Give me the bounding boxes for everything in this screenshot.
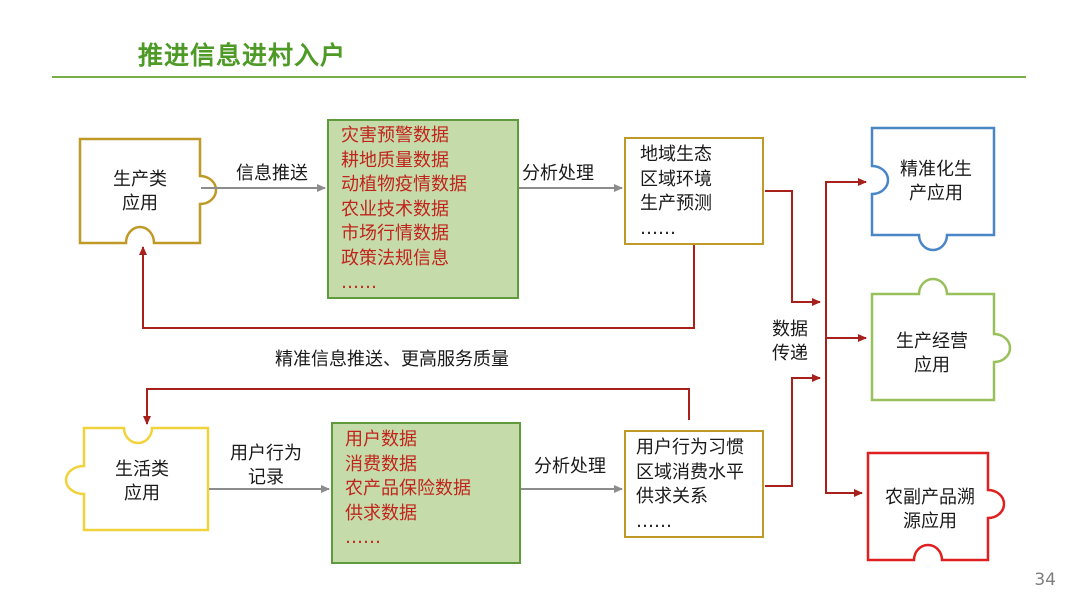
- data-item: 市场行情数据: [341, 223, 449, 244]
- bottom-feedback-arrow: [143, 388, 690, 425]
- to-traceability-app-arrow: [825, 338, 863, 497]
- bottom-analysis-label: 分析处理: [534, 456, 606, 477]
- result-item: 用户行为习惯: [636, 437, 744, 458]
- behavior-record-label: 用户行为记录: [230, 443, 302, 488]
- production-app-puzzle-icon: [78, 137, 218, 245]
- result-item: ……: [636, 510, 672, 532]
- data-transfer-label: 数据传递: [772, 319, 808, 364]
- top-analysis-label: 分析处理: [522, 163, 594, 184]
- precision-production-app-label: 精准化生产应用: [900, 159, 972, 204]
- product-traceability-app-label: 农副产品溯源应用: [885, 487, 975, 532]
- data-item: ……: [345, 527, 381, 548]
- result-item: 供求关系: [636, 486, 708, 507]
- feedback-label: 精准信息推送、更高服务质量: [275, 349, 509, 370]
- data-item: 政策法规信息: [341, 247, 449, 269]
- bottom-transfer-arrow: [765, 374, 821, 487]
- behavior-result-box: 用户行为习惯 区域消费水平 供求关系 ……: [624, 430, 764, 538]
- production-app-label: 生产类应用: [113, 169, 167, 214]
- data-item: 动植物疫情数据: [341, 174, 467, 195]
- result-item: ……: [640, 217, 676, 239]
- agri-data-box: 灾害预警数据 耕地质量数据 动植物疫情数据 农业技术数据 市场行情数据 政策法规…: [327, 119, 519, 299]
- user-data-box: 用户数据 消费数据 农产品保险数据 供求数据 ……: [331, 422, 521, 564]
- data-item: 灾害预警数据: [341, 125, 449, 146]
- data-item: ……: [341, 272, 377, 293]
- life-app-puzzle-icon: [64, 426, 210, 532]
- result-item: 地域生态: [640, 144, 712, 165]
- top-transfer-arrow: [765, 190, 821, 306]
- precision-production-puzzle-icon: [870, 126, 996, 252]
- data-item: 农业技术数据: [341, 198, 449, 220]
- data-item: 耕地质量数据: [341, 149, 449, 171]
- data-item: 用户数据: [345, 429, 417, 450]
- page-number: 34: [1034, 570, 1056, 590]
- title-divider: [52, 76, 1026, 78]
- page-title: 推进信息进村入户: [138, 41, 347, 70]
- data-item: 农产品保险数据: [345, 478, 471, 499]
- production-management-puzzle-icon: [870, 277, 1012, 402]
- result-item: 区域消费水平: [636, 461, 744, 483]
- feedback-loop-arrow: [139, 245, 695, 329]
- result-item: 区域环境: [640, 168, 712, 190]
- product-traceability-puzzle-icon: [866, 451, 1006, 562]
- to-precision-app-arrow: [825, 178, 867, 338]
- data-item: 消费数据: [345, 453, 417, 475]
- production-management-app-label: 生产经营应用: [896, 331, 968, 376]
- info-push-label: 信息推送: [236, 163, 308, 184]
- analysis-result-box: 地域生态 区域环境 生产预测 ……: [624, 137, 764, 245]
- life-app-label: 生活类应用: [115, 459, 169, 504]
- result-item: 生产预测: [640, 193, 712, 214]
- data-item: 供求数据: [345, 502, 417, 524]
